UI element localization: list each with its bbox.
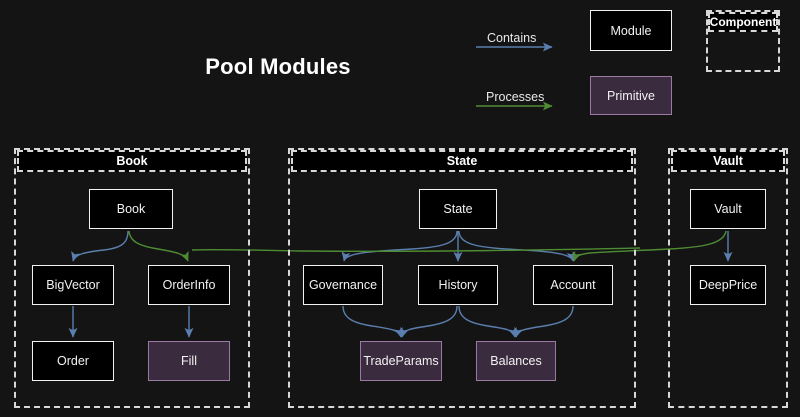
node-bigvector[interactable]: BigVector xyxy=(32,265,114,305)
node-vault[interactable]: Vault xyxy=(690,189,766,229)
group-state-label: State xyxy=(291,150,633,172)
node-tradeparams[interactable]: TradeParams xyxy=(360,341,442,381)
legend-module-box: Module xyxy=(590,10,672,51)
legend-component-box xyxy=(706,10,780,72)
node-account[interactable]: Account xyxy=(533,265,613,305)
group-vault xyxy=(668,148,788,408)
node-state[interactable]: State xyxy=(419,189,497,229)
page-title: Pool Modules xyxy=(205,54,351,79)
node-deepprice[interactable]: DeepPrice xyxy=(690,265,766,305)
node-orderinfo[interactable]: OrderInfo xyxy=(148,265,230,305)
group-book xyxy=(14,148,250,408)
legend-contains-label: Contains xyxy=(487,31,537,45)
legend-primitive-box: Primitive xyxy=(590,76,672,115)
group-book-label: Book xyxy=(17,150,247,172)
legend-component-label: Component xyxy=(708,12,778,32)
node-balances[interactable]: Balances xyxy=(476,341,556,381)
group-state xyxy=(288,148,636,408)
node-governance[interactable]: Governance xyxy=(303,265,383,305)
node-order[interactable]: Order xyxy=(32,341,114,381)
node-fill[interactable]: Fill xyxy=(148,341,230,381)
group-vault-label: Vault xyxy=(671,150,785,172)
node-history[interactable]: History xyxy=(418,265,498,305)
legend-processes-label: Processes xyxy=(486,90,545,104)
node-book[interactable]: Book xyxy=(89,189,173,229)
